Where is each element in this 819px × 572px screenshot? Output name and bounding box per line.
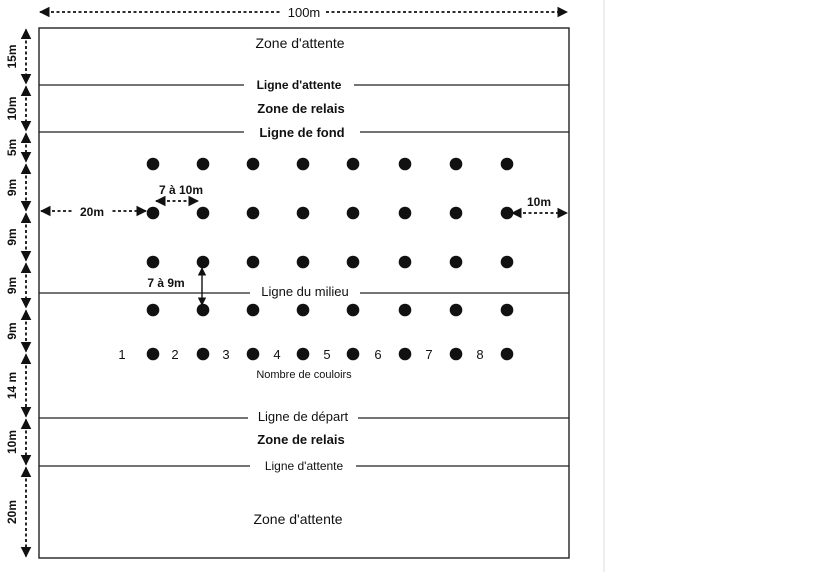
cone-marker	[296, 206, 310, 220]
cone-marker	[246, 206, 260, 220]
lane-number: 3	[222, 347, 229, 362]
cone-marker	[500, 347, 514, 361]
cone-marker	[346, 347, 360, 361]
zone-label-back-line: Ligne de fond	[259, 125, 344, 140]
cone-marker	[146, 206, 160, 220]
lane-number: 7	[425, 347, 432, 362]
cone-marker	[346, 303, 360, 317]
vertical-dimension-label: 20m	[5, 500, 19, 524]
zone-label-relay-bottom: Zone de relais	[257, 432, 344, 447]
zone-label-start-line: Ligne de départ	[258, 409, 349, 424]
cone-marker	[449, 157, 463, 171]
zone-label-waiting-line-top: Ligne d'attente	[257, 78, 342, 92]
cone-marker	[449, 206, 463, 220]
cone-marker	[449, 303, 463, 317]
cone-marker	[196, 157, 210, 171]
cone-marker	[146, 157, 160, 171]
zone-label-bottom-waiting: Zone d'attente	[253, 511, 342, 527]
lane-spacing-label: 7 à 10m	[159, 183, 203, 197]
row-spacing-label: 7 à 9m	[147, 276, 184, 290]
cone-marker	[246, 255, 260, 269]
cone-marker	[296, 157, 310, 171]
lane-number: 8	[476, 347, 483, 362]
vertical-dimension-label: 10m	[5, 96, 19, 120]
vertical-dimension-label: 15m	[5, 44, 19, 68]
lane-numbers: 1 2 3 4 5 6 7 8	[118, 347, 483, 362]
vertical-dimension-label: 5m	[5, 139, 19, 156]
zone-label-middle-line: Ligne du milieu	[261, 284, 348, 299]
vertical-dimension-label: 9m	[5, 228, 19, 245]
lane-number: 6	[374, 347, 381, 362]
lane-number: 5	[323, 347, 330, 362]
cone-marker	[196, 255, 210, 269]
zone-label-top-waiting: Zone d'attente	[255, 35, 344, 51]
cone-marker	[346, 255, 360, 269]
cone-grid	[146, 157, 514, 361]
vertical-dimension-label: 9m	[5, 277, 19, 294]
cone-marker	[449, 255, 463, 269]
cone-marker	[449, 347, 463, 361]
vertical-dimension-label: 9m	[5, 322, 19, 339]
cone-marker	[398, 206, 412, 220]
vertical-dimensions: 15m 10m 5m 9m 9m 9m 9m 14 m 10m 20m	[5, 28, 32, 558]
cone-marker	[346, 157, 360, 171]
lane-number: 4	[273, 347, 280, 362]
cone-marker	[296, 255, 310, 269]
cone-marker	[146, 255, 160, 269]
cone-marker	[246, 347, 260, 361]
cone-marker	[246, 157, 260, 171]
cone-marker	[146, 347, 160, 361]
cone-marker	[398, 303, 412, 317]
vertical-dimension-label: 10m	[5, 430, 19, 454]
cone-marker	[296, 347, 310, 361]
cone-marker	[246, 303, 260, 317]
total-width-label: 100m	[288, 5, 321, 20]
zone-label-relay-top: Zone de relais	[257, 101, 344, 116]
cone-marker	[196, 206, 210, 220]
cone-marker	[398, 157, 412, 171]
left-offset-label: 20m	[80, 205, 104, 219]
cone-marker	[146, 303, 160, 317]
right-offset-label: 10m	[527, 195, 551, 209]
cone-marker	[398, 255, 412, 269]
cone-marker	[196, 347, 210, 361]
lanes-caption: Nombre de couloirs	[256, 369, 352, 381]
cone-marker	[500, 206, 514, 220]
lane-number: 1	[118, 347, 125, 362]
cone-marker	[296, 303, 310, 317]
cone-marker	[398, 347, 412, 361]
cone-marker	[500, 255, 514, 269]
vertical-dimension-label: 9m	[5, 179, 19, 196]
lane-number: 2	[171, 347, 178, 362]
cone-marker	[346, 206, 360, 220]
cone-marker	[196, 303, 210, 317]
cone-marker	[500, 303, 514, 317]
zone-label-waiting-line-bottom: Ligne d'attente	[265, 459, 344, 473]
vertical-dimension-label: 14 m	[5, 372, 19, 399]
cone-marker	[500, 157, 514, 171]
